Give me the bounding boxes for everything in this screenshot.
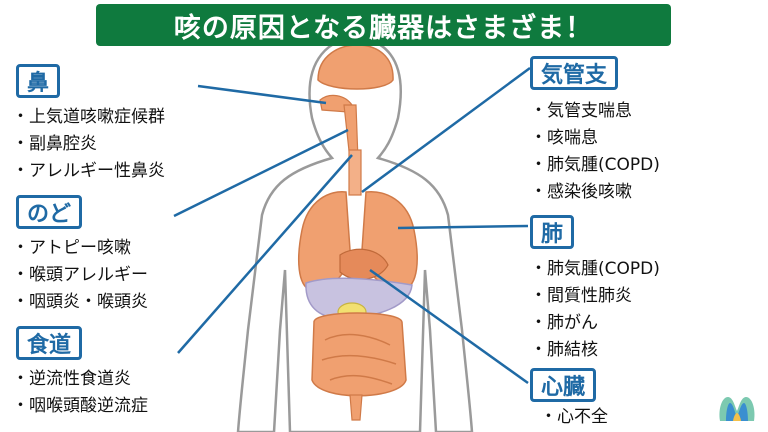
- tag-heart: 心臓: [530, 368, 597, 402]
- list-item: 間質性肺炎: [530, 283, 660, 310]
- tag-lung: 肺: [530, 215, 575, 249]
- brain: [317, 44, 394, 90]
- list-item: 気管支喘息: [530, 98, 660, 125]
- list-item: 副鼻腔炎: [12, 131, 165, 158]
- pointer-heart: [369, 268, 529, 385]
- liver: [305, 277, 413, 319]
- pointer-bronchus: [361, 66, 531, 194]
- list-item: 肺がん: [530, 310, 660, 337]
- list-item: 感染後咳嗽: [530, 179, 660, 206]
- pointer-esophagus: [177, 154, 353, 354]
- list-item: 咳喘息: [530, 125, 660, 152]
- brand-logo-icon: [719, 397, 755, 421]
- list-item: 逆流性食道炎: [12, 366, 148, 393]
- tag-throat: のど: [16, 195, 83, 229]
- tag-nose: 鼻: [16, 64, 61, 98]
- page-title: 咳の原因となる臓器はさまざま！: [96, 4, 671, 46]
- pointer-lung: [397, 224, 529, 230]
- trachea: [348, 149, 362, 196]
- list-item: 心不全: [540, 404, 608, 431]
- list-item: 咽頭炎・喉頭炎: [12, 289, 148, 316]
- throat-causes: アトピー咳嗽 喉頭アレルギー 咽頭炎・喉頭炎: [12, 235, 148, 316]
- bronchus-causes: 気管支喘息 咳喘息 肺気腫(COPD) 感染後咳嗽: [530, 98, 660, 206]
- list-item: 肺気腫(COPD): [530, 152, 660, 179]
- tag-bronchus: 気管支: [530, 56, 619, 90]
- heart-causes: 心不全: [540, 404, 608, 431]
- list-item: アトピー咳嗽: [12, 235, 148, 262]
- pointer-throat: [173, 128, 349, 218]
- tag-esophagus: 食道: [16, 326, 83, 360]
- list-item: アレルギー性鼻炎: [12, 158, 165, 185]
- list-item: 上気道咳嗽症候群: [12, 104, 165, 131]
- list-item: 肺気腫(COPD): [530, 256, 660, 283]
- intestines: [311, 312, 407, 397]
- lung-causes: 肺気腫(COPD) 間質性肺炎 肺がん 肺結核: [530, 256, 660, 364]
- esophagus-causes: 逆流性食道炎 咽喉頭酸逆流症: [12, 366, 148, 420]
- heart: [339, 248, 389, 281]
- list-item: 肺結核: [530, 337, 660, 364]
- left-lung: [297, 191, 351, 291]
- list-item: 喉頭アレルギー: [12, 262, 148, 289]
- nose-causes: 上気道咳嗽症候群 副鼻腔炎 アレルギー性鼻炎: [12, 104, 165, 185]
- list-item: 咽喉頭酸逆流症: [12, 393, 148, 420]
- pointer-nose: [197, 84, 327, 105]
- rectum: [349, 394, 363, 421]
